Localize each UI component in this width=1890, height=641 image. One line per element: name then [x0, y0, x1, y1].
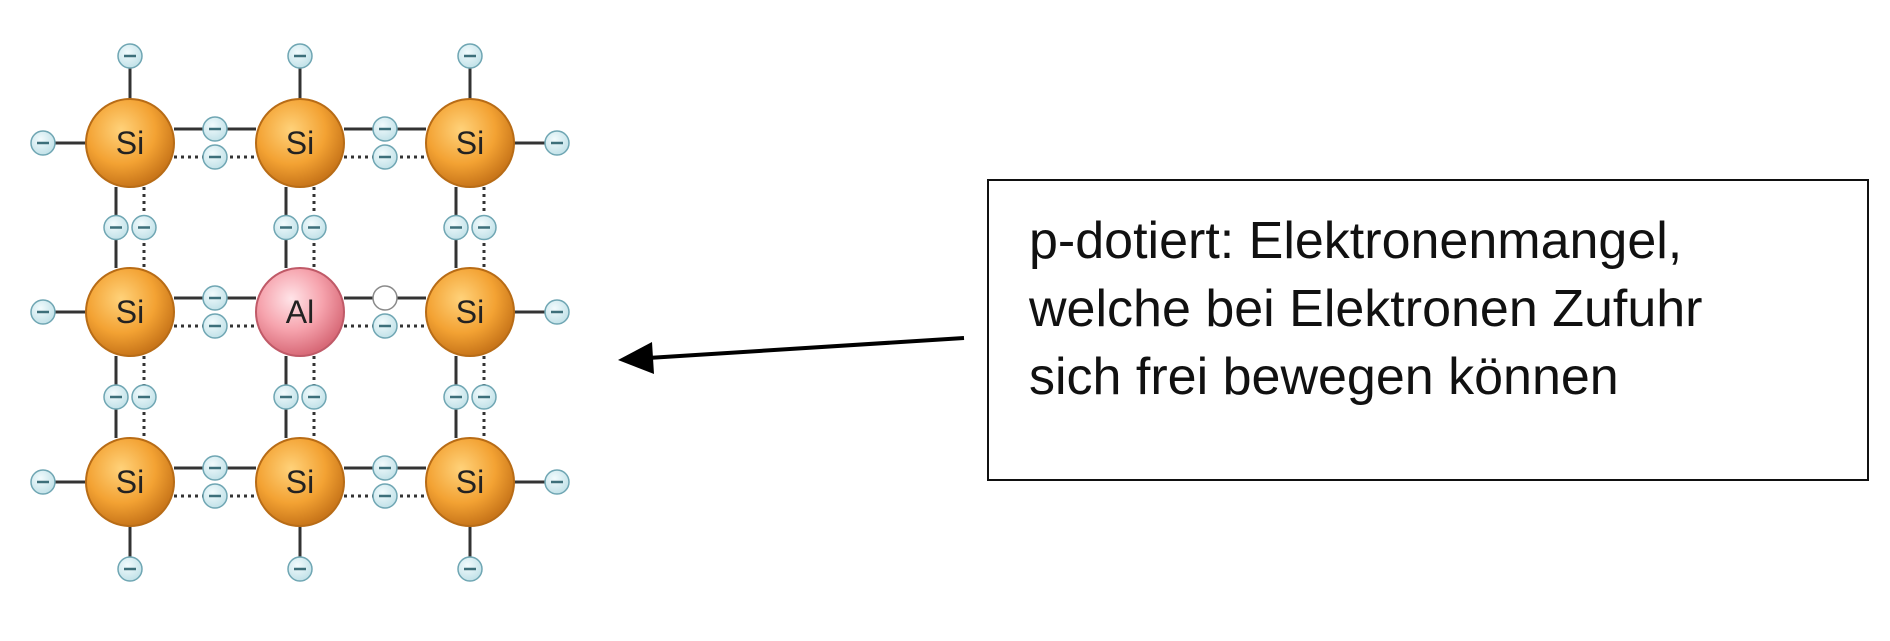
electron-icon	[443, 214, 469, 241]
atom-label: Si	[116, 125, 144, 161]
electron-icon	[372, 313, 398, 339]
electron-icon	[103, 384, 129, 410]
atom-label: Si	[116, 464, 144, 500]
atom-label: Si	[456, 294, 484, 330]
electron-icon	[131, 384, 157, 410]
silicon-atom: Si	[425, 98, 515, 188]
electron-icon	[457, 43, 483, 69]
electron-icon	[202, 116, 228, 142]
electron-icon	[273, 384, 299, 410]
electron-icon	[117, 43, 143, 69]
electron-icon	[372, 144, 398, 170]
electron-icon	[117, 556, 143, 582]
silicon-atom: Si	[85, 98, 175, 188]
electron-icon	[372, 483, 398, 509]
electron-icon	[287, 556, 313, 582]
electron-icon	[443, 384, 469, 410]
electron-icon	[30, 130, 56, 156]
electron-icon	[457, 556, 483, 582]
silicon-atom: Si	[255, 437, 345, 527]
silicon-atom: Si	[425, 267, 515, 357]
electron-icon	[544, 299, 570, 325]
electron-icon	[544, 130, 570, 156]
callout-text: p-dotiert: Elektronenmangel, welche bei …	[1029, 212, 1703, 406]
electron-icon	[202, 455, 228, 481]
electron-icon	[202, 144, 228, 170]
electron-icon	[30, 469, 56, 495]
atom-label: Si	[286, 125, 314, 161]
pointer-arrow	[618, 336, 965, 374]
silicon-atom: Si	[425, 437, 515, 527]
electron-icon	[372, 116, 398, 142]
electron-icon	[471, 214, 497, 241]
aluminium-atom: Al	[255, 267, 345, 357]
arrow-head-icon	[618, 342, 654, 374]
atom-label: Si	[116, 294, 144, 330]
arrow-shaft	[647, 336, 965, 360]
electron-icon	[202, 313, 228, 339]
electron-icon	[301, 214, 327, 241]
callout-box: p-dotiert: Elektronenmangel, welche bei …	[987, 179, 1869, 481]
electron-icon	[103, 214, 129, 241]
electron-icon	[372, 455, 398, 481]
electron-icon	[471, 384, 497, 410]
electron-icon	[287, 43, 313, 69]
hole-icon	[372, 285, 398, 311]
electron-icon	[202, 483, 228, 509]
electron-icon	[301, 384, 327, 410]
atom-label: Si	[456, 464, 484, 500]
atom-label: Si	[456, 125, 484, 161]
electron-icon	[544, 469, 570, 495]
silicon-atom: Si	[85, 437, 175, 527]
silicon-atom: Si	[85, 267, 175, 357]
electron-icon	[131, 214, 157, 241]
silicon-atom: Si	[255, 98, 345, 188]
electron-icon	[30, 299, 56, 325]
electron-icon	[273, 214, 299, 241]
electron-icon	[202, 285, 228, 311]
electrons-layer	[30, 43, 570, 582]
atom-label: Al	[286, 294, 314, 330]
atom-label: Si	[286, 464, 314, 500]
